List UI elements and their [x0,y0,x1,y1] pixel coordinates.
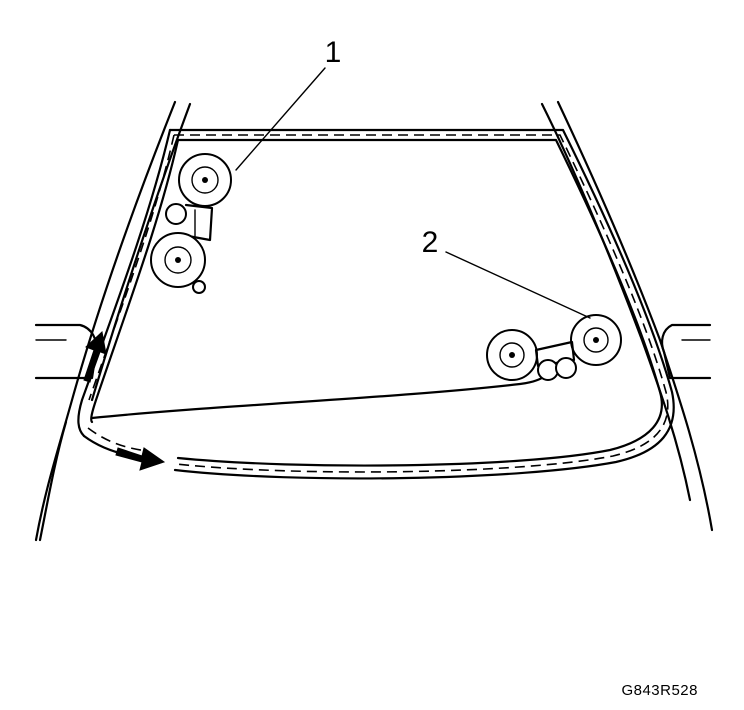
antenna-lead-wire [90,370,552,420]
callout-2: 2 [422,226,439,259]
antenna-module-1 [150,153,232,294]
direction-arrow-right [115,447,166,471]
antenna-module-2 [486,314,622,381]
left-pillar [34,100,192,542]
leader-line-1 [235,67,326,171]
right-pillar [540,100,714,532]
figure-code: G843R528 [621,682,698,699]
direction-arrow-up [83,331,107,383]
leader-line-2 [445,251,591,319]
callout-1: 1 [325,36,342,69]
right-mirror [661,323,712,380]
windshield [77,128,675,480]
